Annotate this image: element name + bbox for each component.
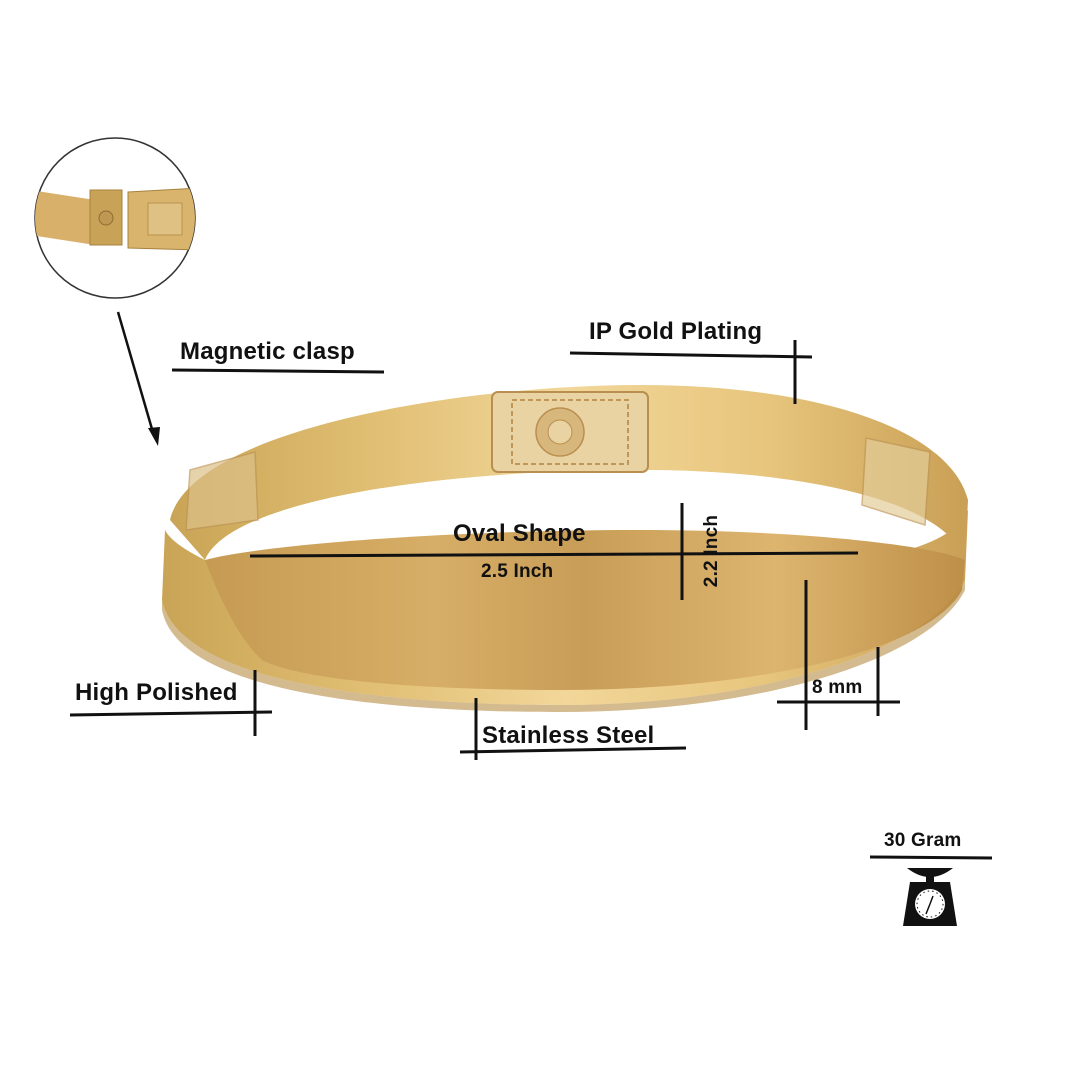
lion-plaque-center <box>491 391 649 473</box>
label-magnetic-clasp: Magnetic clasp <box>180 338 355 365</box>
lion-plaque-left <box>185 451 259 531</box>
oval-width-line <box>249 551 859 558</box>
label-height-dimension: 2.2 Inch <box>701 514 722 588</box>
arrow-down-icon <box>116 311 156 437</box>
label-oval-shape: Oval Shape <box>453 520 586 547</box>
label-stainless-steel: Stainless Steel <box>482 722 655 749</box>
scale-icon <box>903 868 957 926</box>
lion-plaque-right <box>861 437 931 527</box>
label-width-dimension: 2.5 Inch <box>481 561 554 582</box>
band-top <box>170 385 968 560</box>
label-high-polished: High Polished <box>75 679 238 706</box>
label-ip-gold-plating: IP Gold Plating <box>589 318 763 345</box>
label-weight: 30 Gram <box>884 830 962 851</box>
label-band-width: 8 mm <box>812 677 863 698</box>
